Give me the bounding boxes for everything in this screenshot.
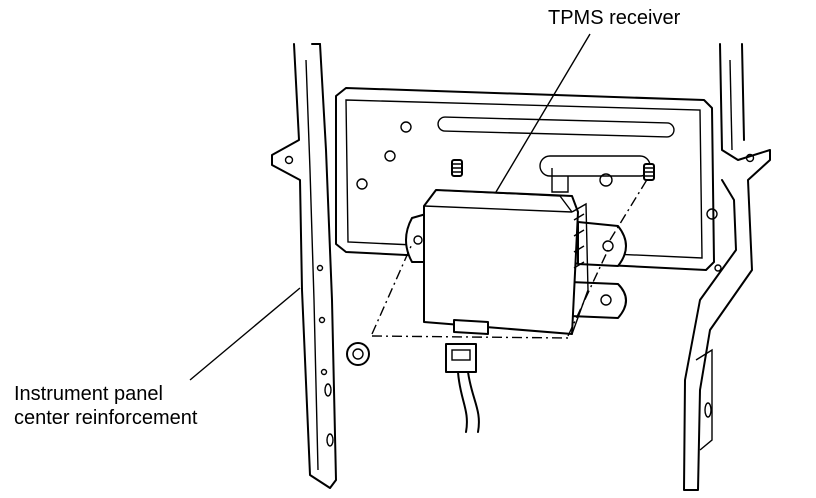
alignment-line xyxy=(567,249,609,337)
bracket-slot xyxy=(437,116,675,138)
rail-hole xyxy=(316,264,324,272)
bracket-hole xyxy=(400,121,412,133)
mounting-stud-left xyxy=(451,159,463,177)
rail-hole xyxy=(318,316,326,324)
alignment-line xyxy=(371,243,413,335)
electrical-connector xyxy=(445,343,480,433)
callout-line-1: Instrument panel xyxy=(14,383,163,405)
callout-ip-center-reinforcement: Instrument panel center reinforcement xyxy=(14,382,197,430)
right-reinforcement-rail xyxy=(683,43,771,491)
rail-hole xyxy=(284,155,294,165)
bracket-hole xyxy=(714,264,722,272)
bracket-slot xyxy=(539,155,651,177)
mounting-stud-right xyxy=(643,163,655,181)
alignment-line xyxy=(609,177,649,241)
left-reinforcement-rail xyxy=(271,43,337,489)
callout-line-2: center reinforcement xyxy=(14,407,198,429)
rail-slot xyxy=(704,402,712,418)
leader-line-tpms-receiver xyxy=(495,33,591,193)
tpms-receiver-module xyxy=(413,189,589,335)
bracket-hole xyxy=(384,150,396,162)
rail-slot xyxy=(324,383,332,397)
alignment-line xyxy=(371,335,569,339)
rail-slot xyxy=(326,433,334,447)
callout-tpms-receiver: TPMS receiver xyxy=(548,7,681,29)
mounting-nut xyxy=(346,342,370,366)
bracket-hole xyxy=(599,173,613,187)
rail-hole xyxy=(320,368,328,376)
leader-line-ip-reinforcement xyxy=(189,287,301,381)
rail-hole xyxy=(745,153,755,163)
bracket-hole xyxy=(356,178,368,190)
bracket-hole xyxy=(706,208,718,220)
